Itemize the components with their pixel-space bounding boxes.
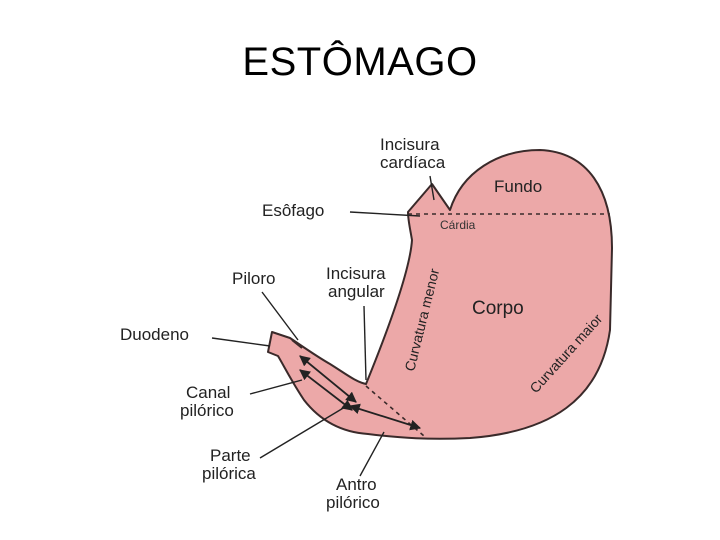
label-antro-pilorico-1: Antro: [336, 475, 377, 494]
leader-incisura-cardiaca: [429, 175, 435, 201]
leader-canal-pilorico: [249, 379, 303, 395]
label-canal-pilorico-2: pilórico: [180, 401, 234, 420]
label-cardia: Cárdia: [440, 218, 476, 232]
leader-antro-pilorico: [359, 431, 385, 477]
antro-arrow: [348, 403, 422, 431]
page-title: ESTÔMAGO: [242, 40, 478, 84]
label-parte-pilorica-1: Parte: [210, 446, 251, 465]
leader-duodeno: [211, 337, 271, 347]
label-parte-pilorica-2: pilórica: [202, 464, 256, 483]
label-antro-pilorico-2: pilórico: [326, 493, 380, 512]
label-piloro: Piloro: [232, 269, 275, 288]
leader-incisura-angular: [363, 305, 367, 381]
leader-parte-pilorica: [259, 403, 351, 459]
label-esofago: Esôfago: [262, 201, 324, 220]
label-incisura-angular-2: angular: [328, 282, 385, 301]
stomach-shape: [267, 149, 613, 440]
label-fundo: Fundo: [494, 177, 542, 196]
leader-piloro: [261, 291, 299, 341]
leader-esofago: [349, 211, 421, 217]
pyloric-part-arrow: [299, 369, 353, 411]
pylorus-band: [291, 339, 303, 349]
label-duodeno: Duodeno: [120, 325, 189, 344]
label-incisura-cardiaca-2: cardíaca: [380, 153, 446, 172]
label-incisura-angular-1: Incisura: [326, 264, 386, 283]
label-corpo: Corpo: [472, 298, 524, 319]
label-incisura-cardiaca-1: Incisura: [380, 135, 440, 154]
label-canal-pilorico-1: Canal: [186, 383, 230, 402]
